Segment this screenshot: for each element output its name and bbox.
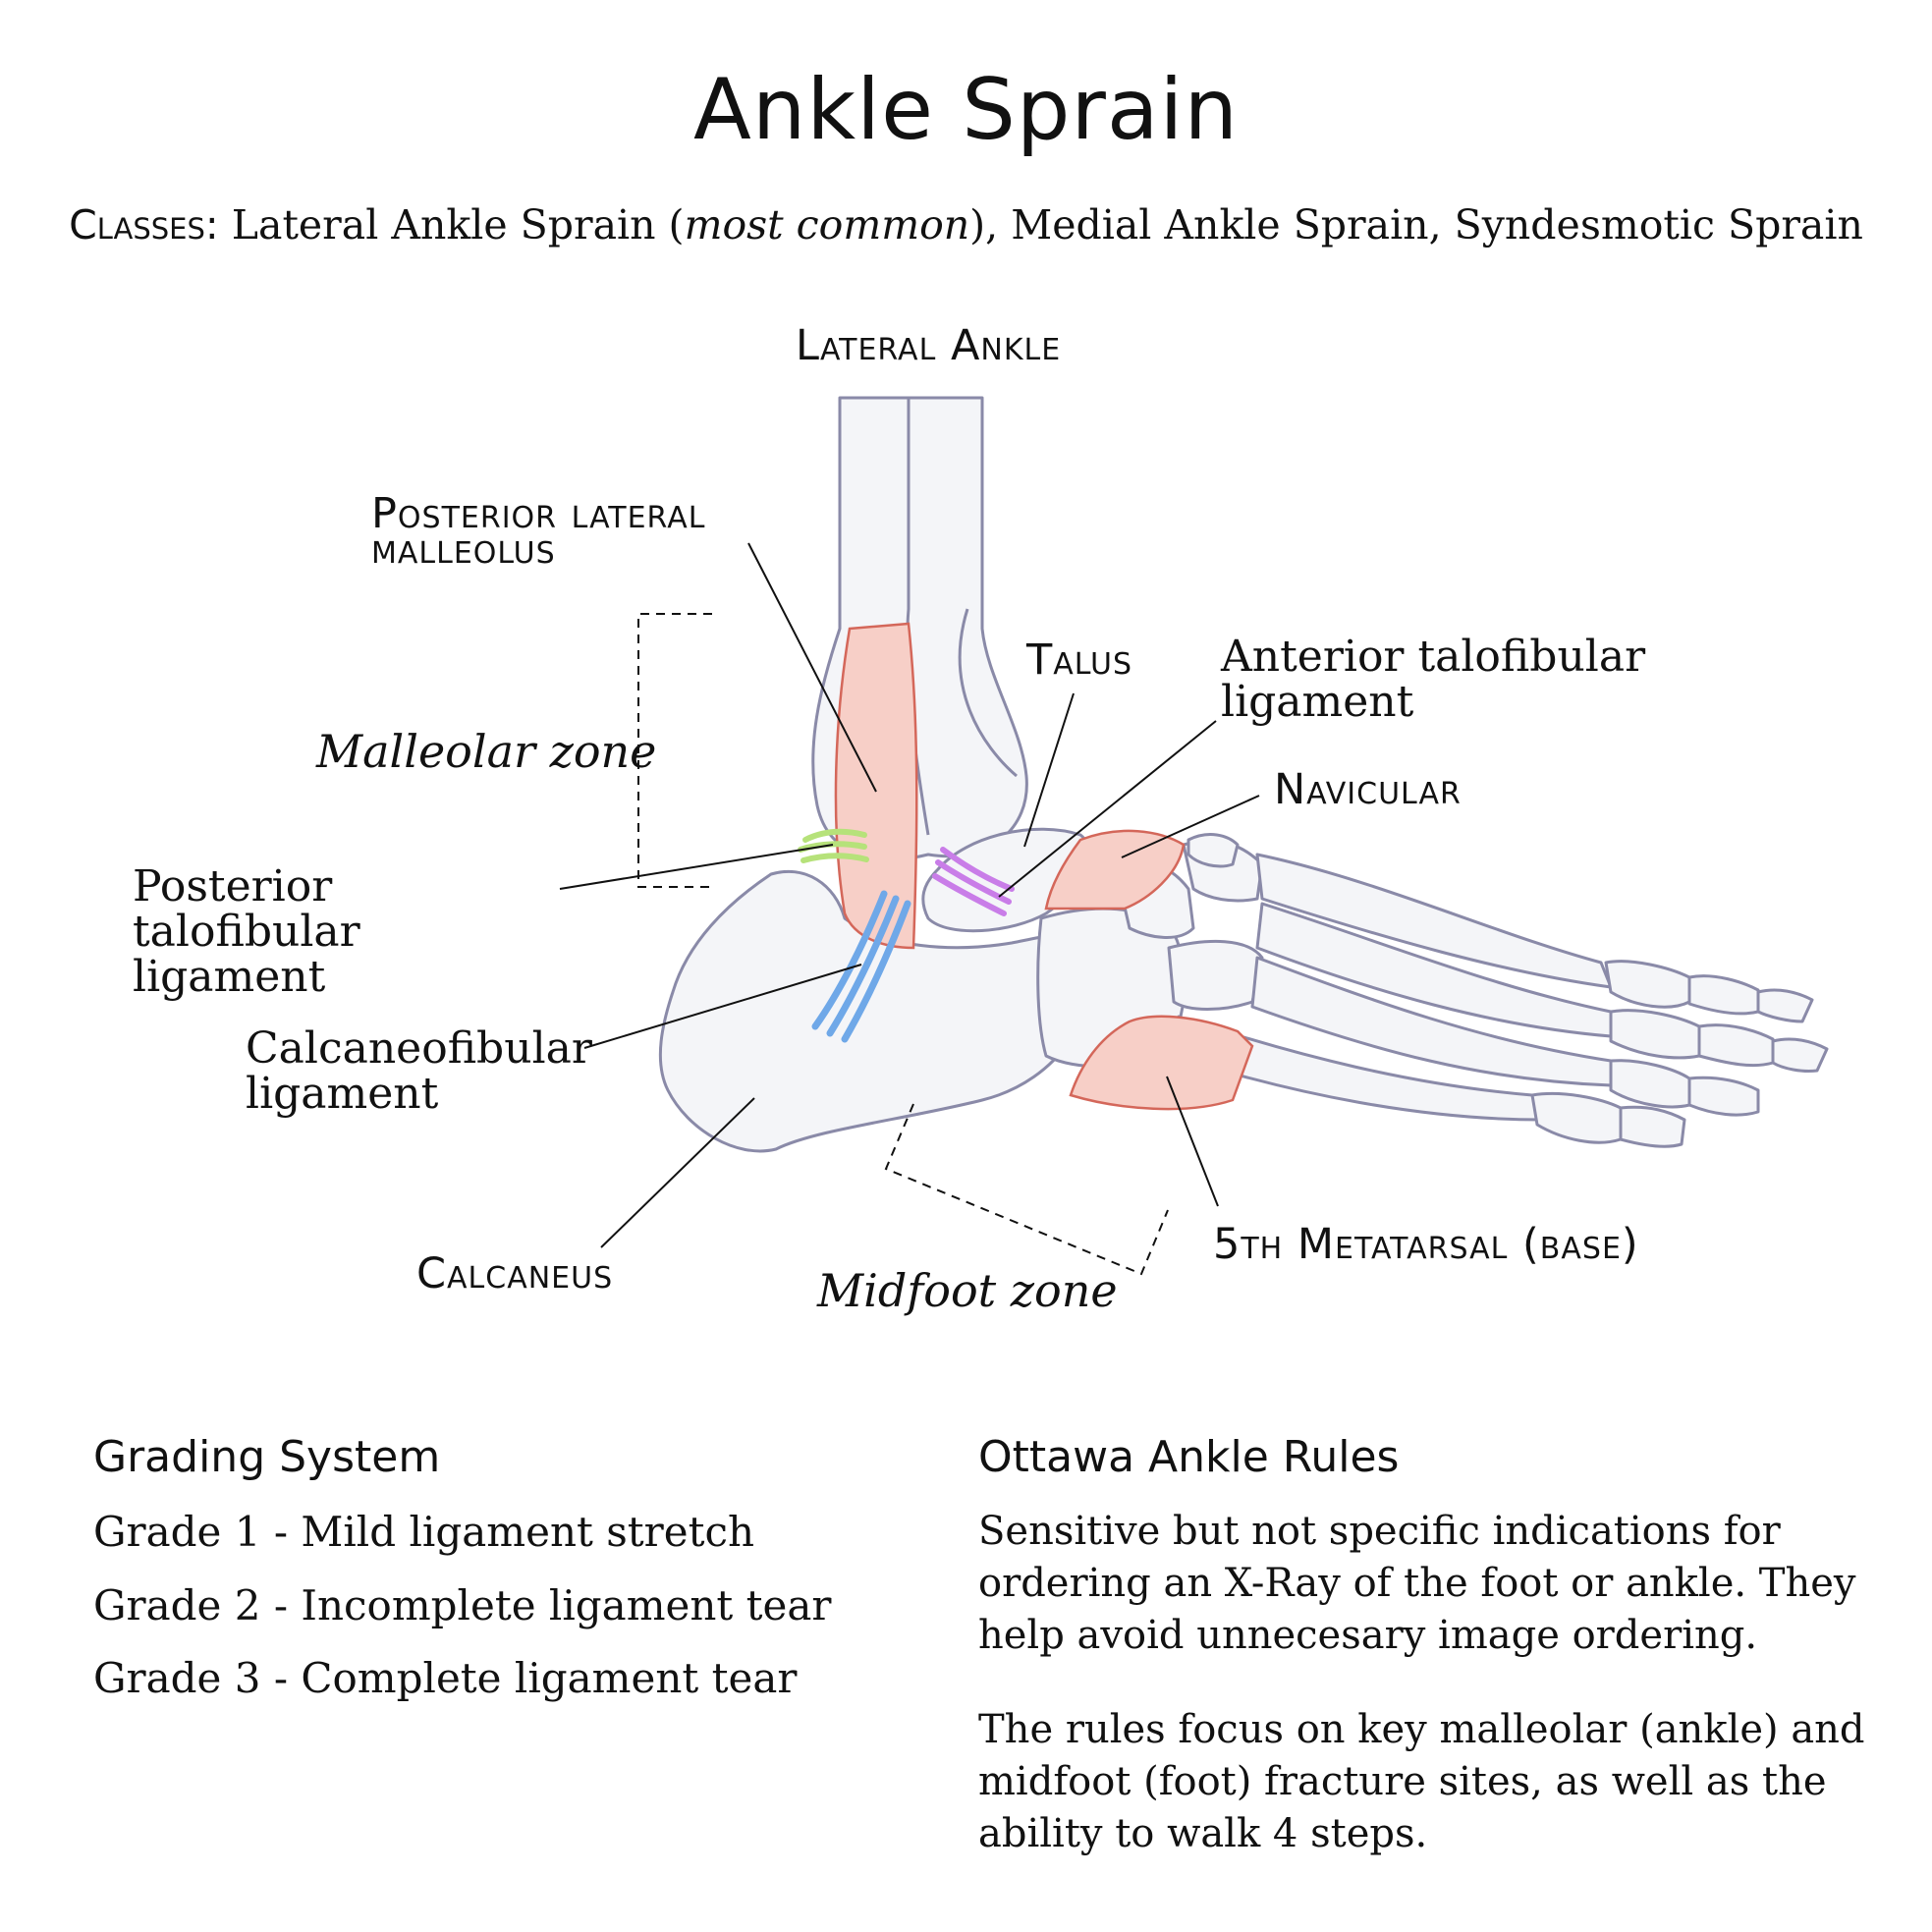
anterior-talofibular-ligament-mark bbox=[932, 847, 1015, 916]
ottawa-paragraph-2: The rules focus on key malleolar (ankle)… bbox=[978, 1707, 1865, 1856]
leader-calcaneus bbox=[600, 1097, 755, 1248]
fifth-metatarsal-label: 5th Metatarsal (base) bbox=[1213, 1220, 1639, 1269]
leader-posterior-talofibular bbox=[559, 844, 834, 890]
posterior-lateral-malleolus-highlight bbox=[834, 622, 918, 950]
malleolar-zone-bracket bbox=[637, 613, 715, 888]
ottawa-heading: Ottawa Ankle Rules bbox=[978, 1432, 1400, 1482]
ottawa-paragraph-1: Sensitive but not specific indications f… bbox=[978, 1509, 1856, 1658]
classes-emphasis: most common bbox=[684, 201, 970, 248]
grade-item-3: Grade 3 - Complete ligament tear bbox=[93, 1654, 798, 1702]
leader-fifth-metatarsal bbox=[1166, 1076, 1219, 1207]
classes-label: Classes: bbox=[69, 201, 219, 248]
calcaneofibular-label: Calcaneofibular ligament bbox=[246, 1023, 592, 1119]
grade-item-2: Grade 2 - Incomplete ligament tear bbox=[93, 1581, 832, 1629]
classes-text-after: ), Medial Ankle Sprain, Syndesmotic Spra… bbox=[969, 201, 1863, 248]
leader-navicular bbox=[1121, 795, 1260, 858]
posterior-lateral-malleolus-label: Posterior lateral malleolus bbox=[371, 489, 706, 574]
midfoot-zone-label: Midfoot zone bbox=[817, 1264, 1118, 1317]
leader-anterior-talofibular bbox=[998, 720, 1217, 898]
classes-line: Classes: Lateral Ankle Sprain (most comm… bbox=[0, 201, 1932, 248]
calcaneus-label: Calcaneus bbox=[416, 1249, 614, 1298]
midfoot-zone-bracket bbox=[884, 1103, 1169, 1276]
leader-talus bbox=[1023, 692, 1075, 848]
anterior-talofibular-label: Anterior talofibular ligament bbox=[1221, 632, 1646, 727]
classes-text-before: Lateral Ankle Sprain ( bbox=[218, 201, 685, 248]
calcaneofibular-ligament-mark bbox=[811, 890, 911, 1043]
grade-item-1: Grade 1 - Mild ligament stretch bbox=[93, 1508, 755, 1556]
navicular-label: Navicular bbox=[1274, 765, 1462, 814]
grading-heading: Grading System bbox=[93, 1432, 441, 1482]
page-title: Ankle Sprain bbox=[693, 61, 1239, 159]
leader-posterior-lateral-malleolus bbox=[747, 542, 877, 793]
lateral-ankle-label: Lateral Ankle bbox=[796, 321, 1062, 370]
posterior-talofibular-label: Posterior talofibular ligament bbox=[133, 861, 360, 1002]
talus-label: Talus bbox=[1026, 635, 1133, 685]
fifth-metatarsal-highlight bbox=[1069, 1015, 1254, 1111]
navicular-highlight bbox=[1044, 829, 1186, 911]
leader-calcaneofibular bbox=[583, 964, 862, 1049]
malleolar-zone-label: Malleolar zone bbox=[316, 725, 657, 778]
